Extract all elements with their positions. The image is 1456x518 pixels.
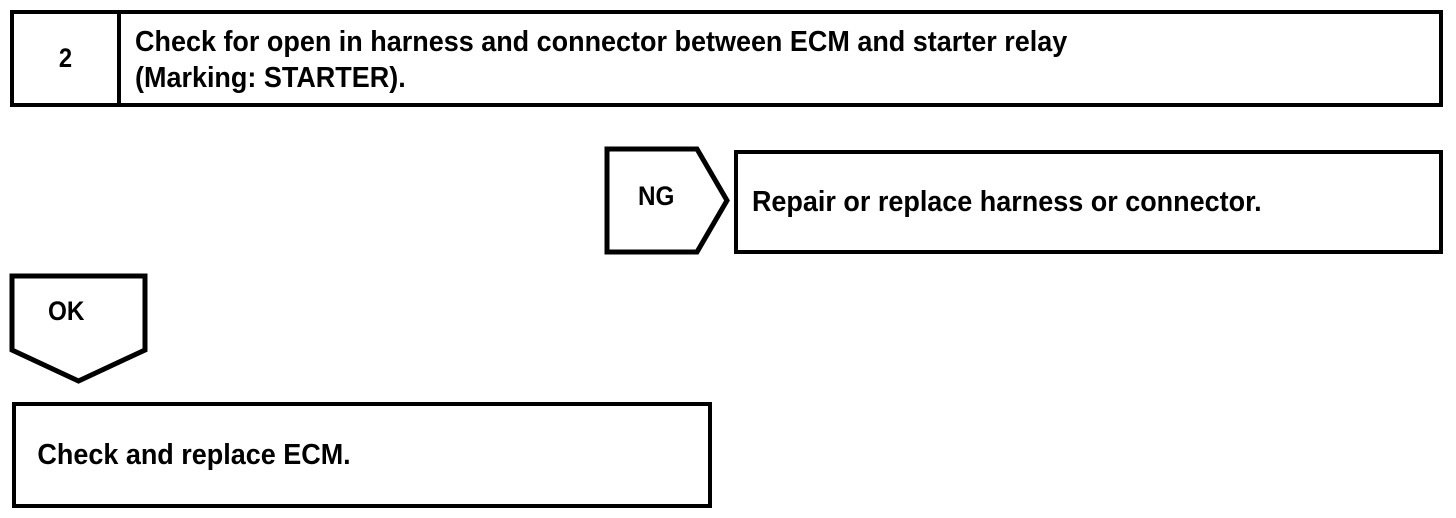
ng-result-text: Repair or replace harness or connector. [751, 185, 1262, 218]
step-row: 2 Check for open in harness and connecto… [10, 10, 1443, 107]
step-instruction-line-1: Check for open in harness and connector … [135, 26, 1068, 58]
step-instruction-line-2: (Marking: STARTER). [135, 62, 406, 94]
ok-result-box: Check and replace ECM. [12, 402, 712, 508]
ng-branch-arrow: NG [604, 146, 730, 255]
ok-result-text: Check and replace ECM. [37, 438, 351, 471]
pentagon-down-icon [9, 273, 148, 384]
ok-branch-label: OK [48, 296, 85, 326]
ng-branch-label: NG [638, 181, 675, 211]
ng-result-box: Repair or replace harness or connector. [734, 150, 1443, 254]
step-number-cell: 2 [14, 14, 121, 103]
step-instruction-cell: Check for open in harness and connector … [121, 14, 1439, 103]
ok-branch-arrow: OK [9, 273, 148, 384]
step-number: 2 [58, 43, 73, 73]
pentagon-right-icon [604, 146, 730, 255]
